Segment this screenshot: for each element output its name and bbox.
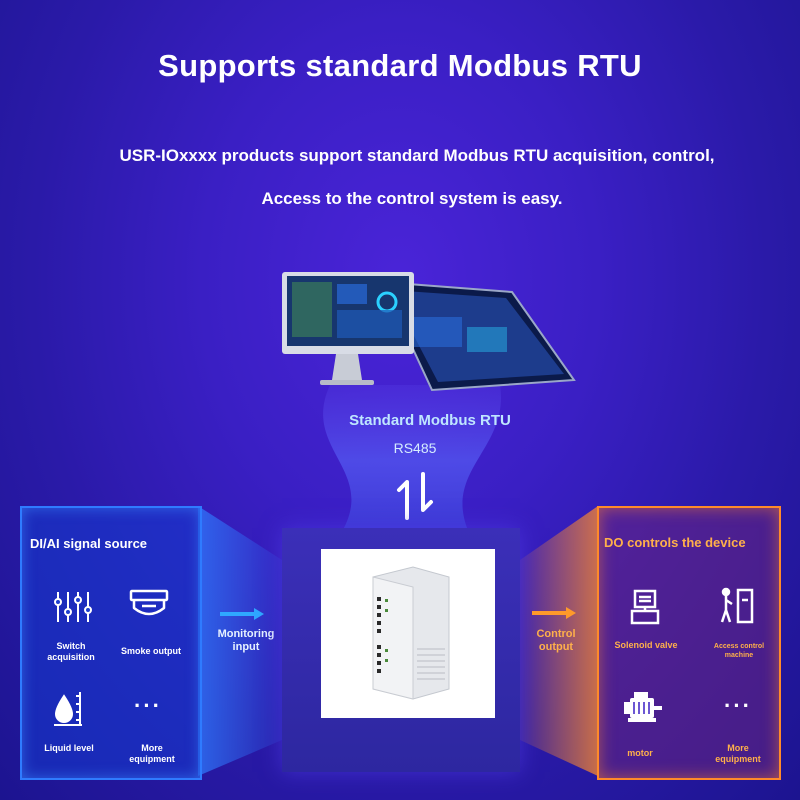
monitoring-input-label: Monitoring input	[217, 628, 275, 653]
motor-label: motor	[627, 748, 653, 758]
smoke-detector-icon	[129, 589, 169, 616]
access-control-icon	[720, 587, 754, 624]
smoke-output-label: Smoke output	[121, 646, 181, 656]
subtitle-line-2: Access to the control system is easy.	[261, 189, 563, 208]
more-equipment-left-label: More equipment	[129, 743, 175, 764]
dashboard-screens-illustration	[282, 272, 576, 392]
subtitle-line-1: USR-IOxxxx products support standard Mod…	[119, 146, 715, 165]
io-device-illustration	[372, 566, 450, 700]
arrow-right-orange-icon	[532, 607, 576, 619]
motor-icon	[624, 692, 662, 722]
switch-acquisition-label: Switch acquisition	[47, 641, 95, 662]
liquid-level-label: Liquid level	[44, 743, 94, 753]
io-device-image	[321, 549, 495, 718]
device-control-title: DO controls the device	[604, 535, 746, 550]
signal-source-title: DI/AI signal source	[30, 536, 148, 551]
solenoid-valve-icon	[630, 589, 660, 625]
device-control-panel	[597, 506, 781, 780]
protocol-name: Standard Modbus RTU	[349, 412, 511, 429]
access-control-label: Access control machine	[713, 643, 765, 659]
arrow-right-icon	[220, 608, 264, 620]
control-output-label: Control output	[536, 628, 576, 653]
more-equipment-right-label: More equipment	[715, 743, 761, 764]
page-title: Supports standard Modbus RTU	[158, 48, 642, 83]
switch-sliders-icon	[54, 592, 92, 622]
signal-source-panel	[20, 506, 202, 780]
bidirectional-arrows-icon	[397, 472, 433, 520]
liquid-level-icon	[54, 692, 82, 726]
solenoid-valve-label: Solenoid valve	[614, 640, 678, 650]
more-dots-icon: ···	[134, 693, 162, 718]
more-dots-icon: ···	[724, 693, 752, 718]
protocol-interface: RS485	[393, 440, 437, 456]
